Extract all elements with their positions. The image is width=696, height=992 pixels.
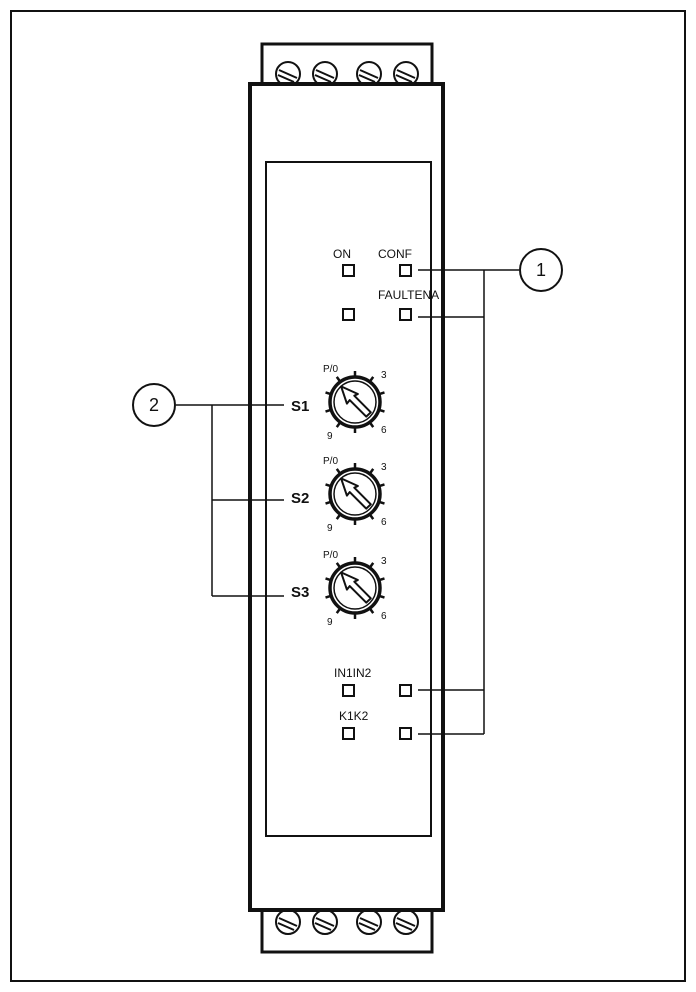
callout-1-number: 1: [536, 260, 546, 280]
dial-tick: [335, 608, 341, 614]
dial-ticks: [325, 371, 385, 433]
switch-label: S1: [291, 398, 309, 415]
dial-ticks: [325, 557, 385, 619]
front-panel: [265, 161, 432, 837]
dial-tick: [369, 376, 375, 382]
dial-tick: [325, 594, 331, 599]
dial-tick: [369, 514, 375, 520]
terminal-screw-icon: [356, 909, 382, 935]
scale-label-p0: P/0: [323, 364, 338, 375]
led-conf: [399, 264, 412, 277]
dial-tick: [369, 608, 375, 614]
led-in2: [399, 684, 412, 697]
dial-tick: [379, 577, 385, 582]
scale-label-p0: P/0: [323, 456, 338, 467]
bottom-terminal-block: [260, 904, 434, 954]
dial-tick: [325, 408, 331, 413]
top-terminal-block: [260, 42, 434, 88]
dial-tick: [369, 422, 375, 428]
scale-label-3: 3: [381, 556, 387, 567]
switch-label: S3: [291, 584, 309, 601]
dial-inner-ring: [333, 380, 377, 424]
dial-tick: [335, 468, 341, 474]
dial-inner-ring: [333, 472, 377, 516]
scale-label-6: 6: [381, 425, 387, 436]
dial-pointer-arrow-icon: [340, 385, 372, 418]
dial-tick: [325, 483, 331, 488]
dial-tick: [379, 391, 385, 396]
scale-label-6: 6: [381, 517, 387, 528]
callout-2-number: 2: [149, 395, 159, 415]
led-in1: [342, 684, 355, 697]
dial-tick: [369, 468, 375, 474]
dial-tick: [335, 514, 341, 520]
outer-frame: [10, 10, 686, 982]
dial-tick: [335, 562, 341, 568]
dial-tick: [379, 500, 385, 505]
dial-inner-ring: [333, 566, 377, 610]
dial-tick: [325, 500, 331, 505]
led-label-conf: CONF: [378, 247, 412, 261]
callout-2-circle: [132, 383, 176, 427]
terminal-screw-icon: [275, 909, 301, 935]
dial-tick: [379, 408, 385, 413]
callout-1-circle: [519, 248, 563, 292]
dial-tick: [379, 483, 385, 488]
scale-label-9: 9: [327, 617, 333, 628]
rotary-switch-s3[interactable]: S3 P/0 3 6 9: [291, 550, 387, 628]
terminal-screw-icon: [393, 909, 419, 935]
switch-label: S2: [291, 490, 309, 507]
led-label-on: ON: [333, 247, 351, 261]
led-on: [342, 264, 355, 277]
scale-label-9: 9: [327, 523, 333, 534]
led-k2: [399, 727, 412, 740]
rotary-switch-s2[interactable]: S2 P/0 3 6 9: [291, 456, 387, 534]
dial-tick: [325, 391, 331, 396]
dial-pointer-arrow-icon: [340, 571, 372, 604]
dial-tick: [379, 594, 385, 599]
scale-label-3: 3: [381, 370, 387, 381]
terminal-screw-icon: [312, 909, 338, 935]
led-ena: [399, 308, 412, 321]
rotary-switch-s1[interactable]: S1 P/0 3 6 9: [291, 364, 387, 442]
dial-tick: [335, 422, 341, 428]
led-k1: [342, 727, 355, 740]
callout-1-leader: [418, 269, 519, 735]
scale-label-6: 6: [381, 611, 387, 622]
callout-2-leader: [176, 404, 284, 597]
dial-ticks: [325, 463, 385, 525]
led-label-in1-in2: IN1IN2: [334, 666, 372, 680]
scale-label-3: 3: [381, 462, 387, 473]
dial-tick: [335, 376, 341, 382]
led-label-fault-ena: FAULTENA: [378, 288, 439, 302]
led-label-k1-k2: K1K2: [339, 709, 369, 723]
dial-pointer-arrow-icon: [340, 477, 372, 510]
scale-label-p0: P/0: [323, 550, 338, 561]
led-fault: [342, 308, 355, 321]
terminal-screw-icon: [356, 61, 382, 87]
scale-label-9: 9: [327, 431, 333, 442]
dial-tick: [369, 562, 375, 568]
dial-tick: [325, 577, 331, 582]
